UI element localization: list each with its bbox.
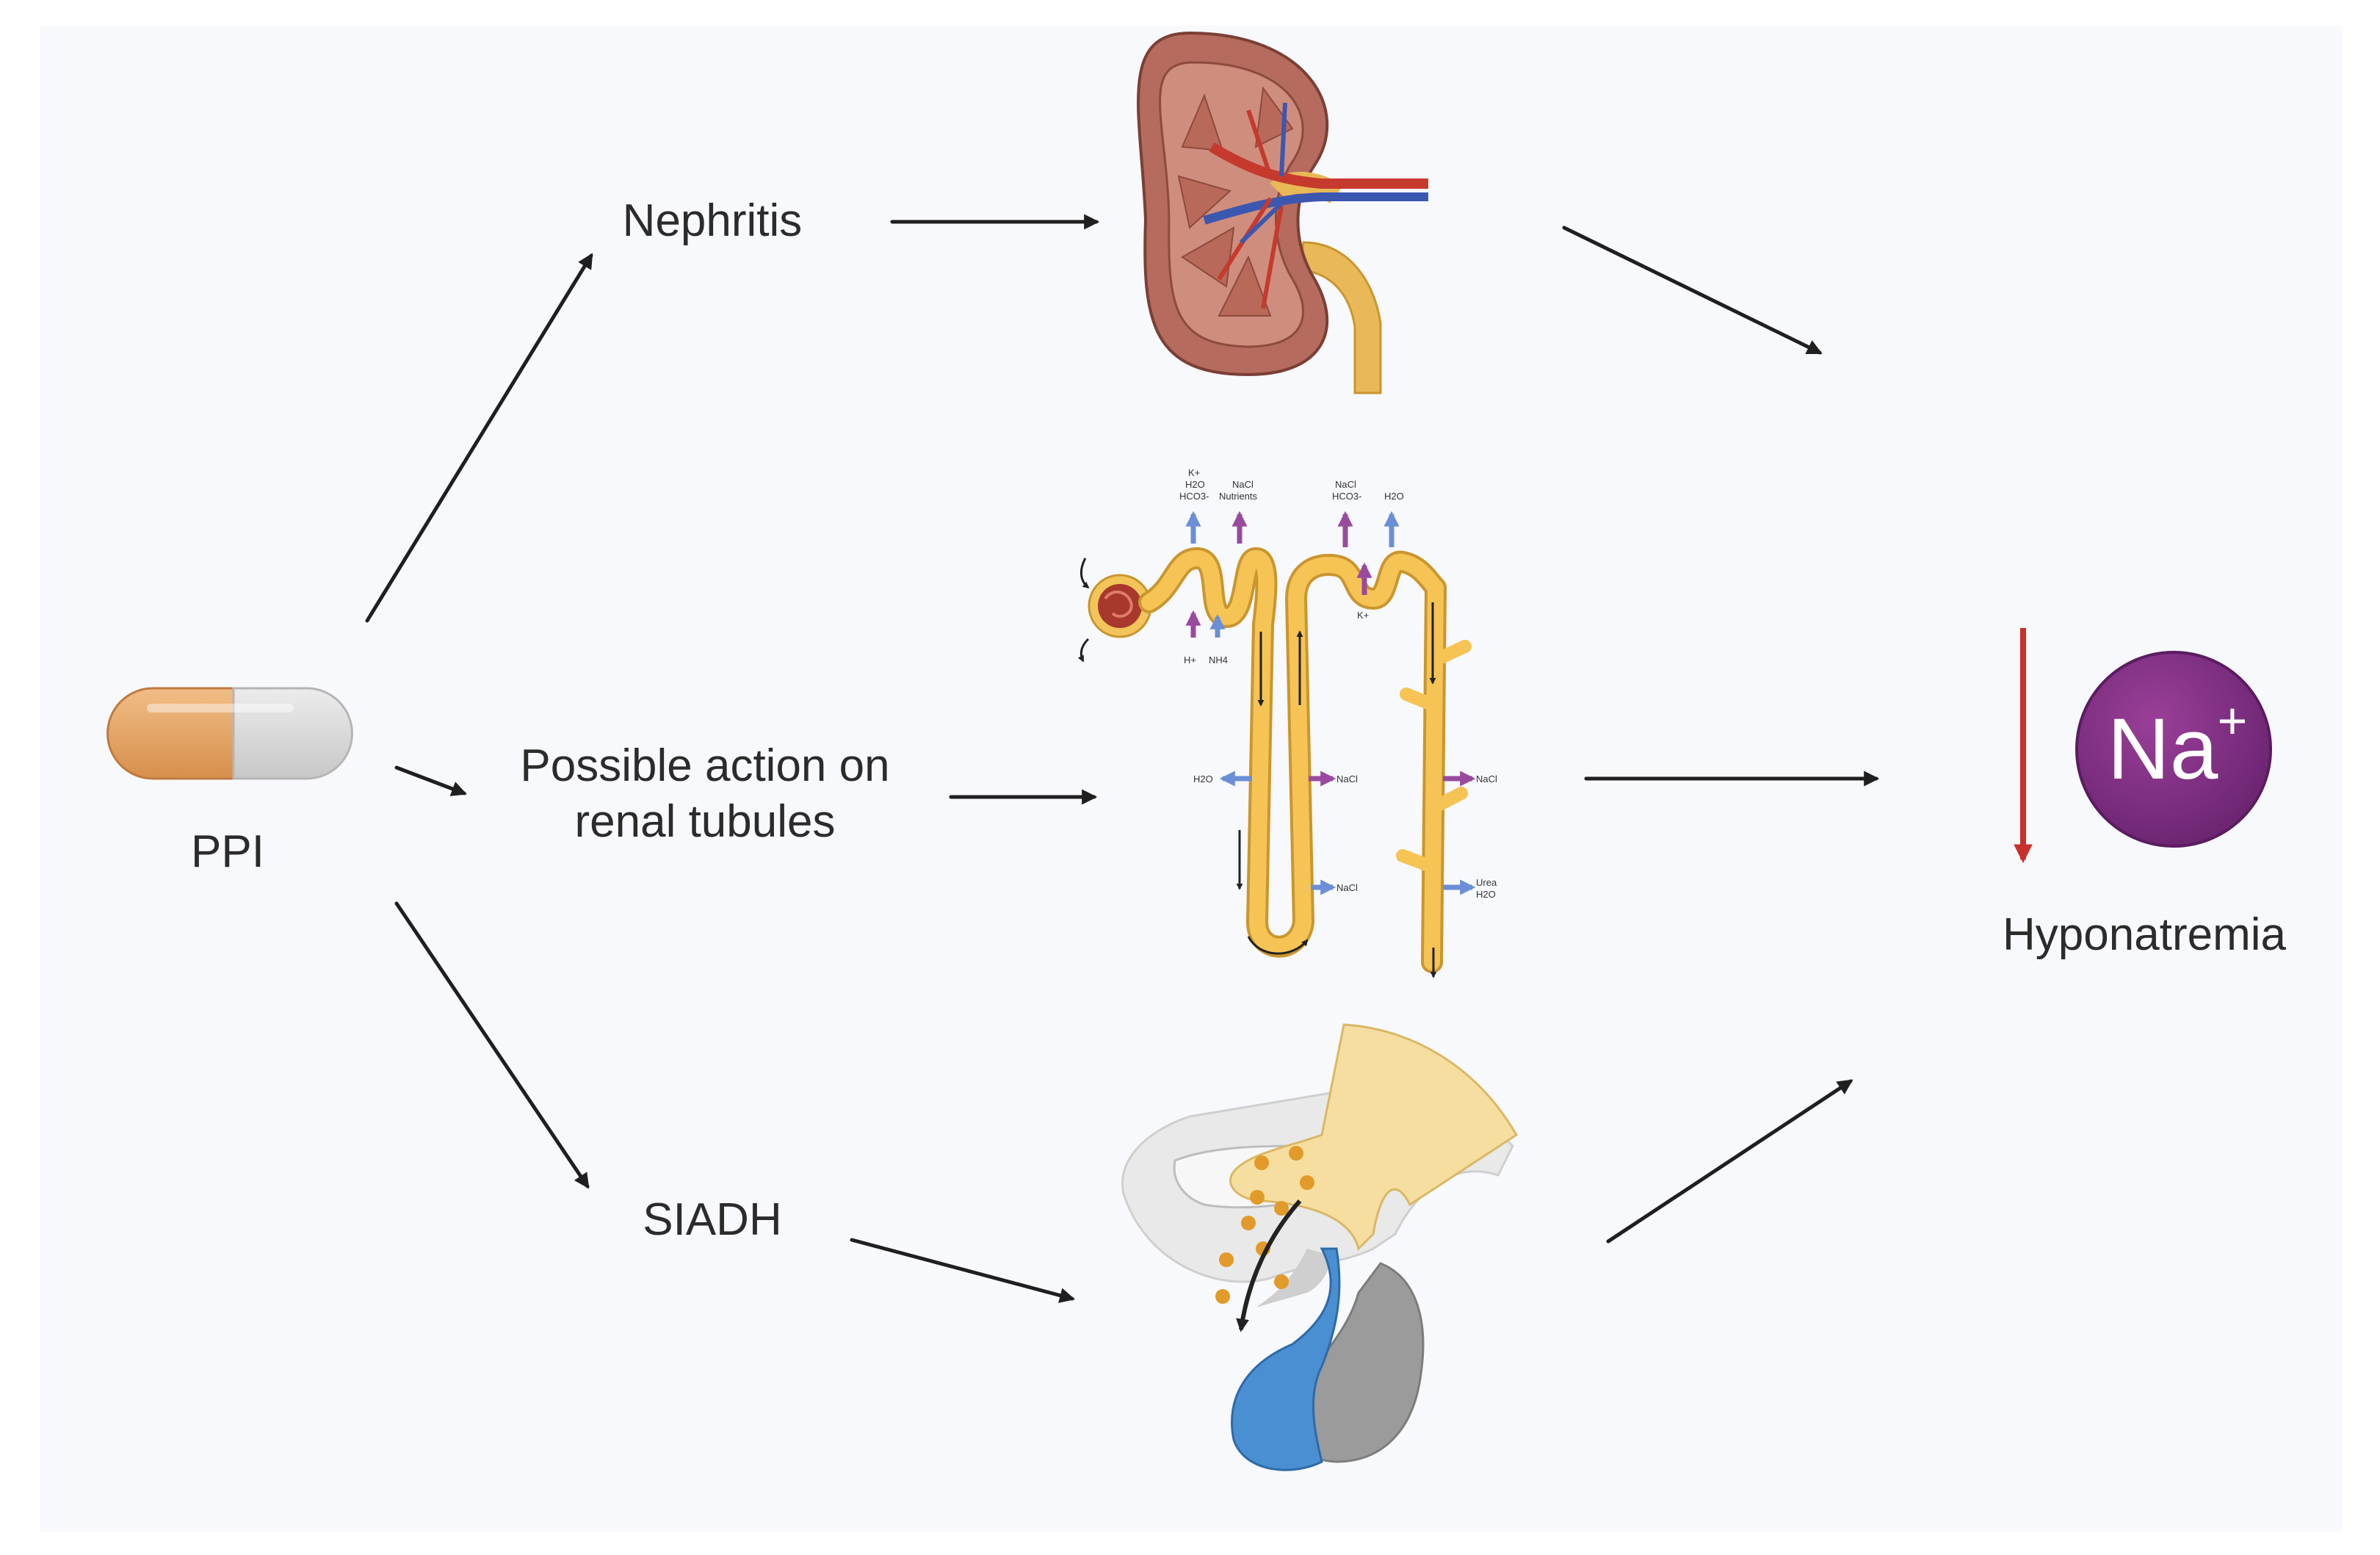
sodium-charge: + bbox=[2218, 692, 2248, 749]
arrow-pituitary-to-hyponatremia bbox=[1606, 1079, 1853, 1244]
svg-text:H2O: H2O bbox=[1193, 773, 1213, 784]
arrow-kidney-to-hyponatremia bbox=[1562, 226, 1823, 355]
sodium-ion-icon: Na + bbox=[2014, 628, 2272, 864]
label-renal-tubules-line1: Possible action on bbox=[520, 740, 890, 791]
label-siadh: SIADH bbox=[643, 1194, 782, 1245]
capsule-pill-icon bbox=[106, 687, 353, 780]
label-renal-tubules: Possible action on renal tubules bbox=[470, 738, 940, 849]
label-nephritis: Nephritis bbox=[622, 195, 803, 246]
svg-text:H+: H+ bbox=[1184, 654, 1196, 665]
kidney-icon bbox=[1137, 31, 1428, 394]
sodium-symbol: Na bbox=[2108, 701, 2218, 798]
svg-text:NH4: NH4 bbox=[1209, 654, 1228, 665]
svg-text:K+: K+ bbox=[1357, 610, 1369, 621]
label-renal-tubules-line2: renal tubules bbox=[574, 795, 836, 847]
arrow-ppi-to-tubules bbox=[394, 765, 467, 796]
svg-text:NaCl: NaCl bbox=[1337, 773, 1358, 784]
flow-arrows bbox=[365, 214, 1880, 1303]
arrow-ppi-to-nephritis bbox=[365, 253, 593, 623]
svg-text:H2O: H2O bbox=[1384, 491, 1404, 502]
arrow-ppi-to-siadh bbox=[394, 901, 590, 1189]
sodium-circle bbox=[2075, 651, 2272, 848]
svg-text:NaCl: NaCl bbox=[1337, 882, 1358, 893]
label-hyponatremia: Hyponatremia bbox=[2003, 909, 2286, 960]
svg-text:NaCl: NaCl bbox=[1476, 773, 1497, 784]
arrow-siadh-to-pituitary bbox=[850, 1238, 1076, 1303]
label-ppi: PPI bbox=[191, 826, 264, 877]
pituitary-icon bbox=[1121, 1023, 1519, 1471]
